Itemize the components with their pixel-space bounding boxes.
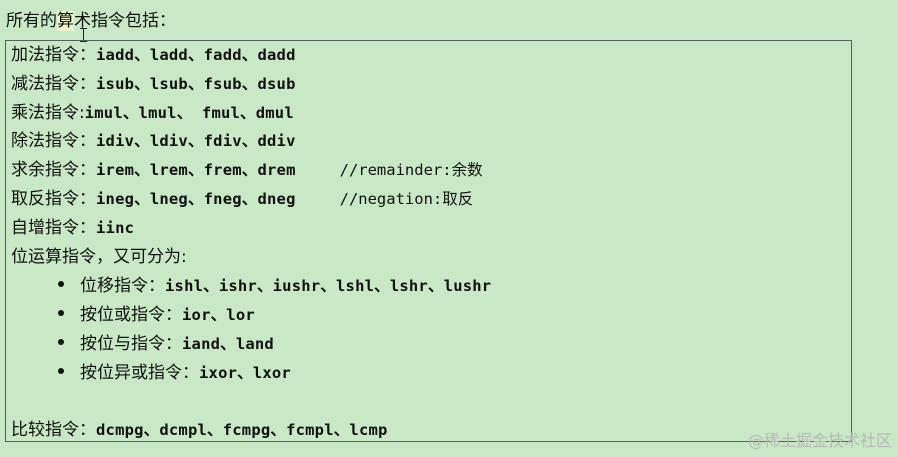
- bullet-dot-icon: [58, 339, 64, 345]
- row-code: idiv、ldiv、fdiv、ddiv: [96, 132, 296, 150]
- bullet-code: ixor、lxor: [199, 364, 291, 382]
- bullet-dot-icon: [58, 281, 64, 287]
- instruction-box: 加法指令：iadd、ladd、fadd、dadd 减法指令：isub、lsub、…: [5, 40, 852, 442]
- bullet-label: 按位与指令：: [80, 334, 182, 354]
- row-code: ineg、lneg、fneg、dneg: [96, 190, 296, 208]
- row-code: isub、lsub、fsub、dsub: [96, 75, 296, 93]
- row-code: iadd、ladd、fadd、dadd: [96, 46, 296, 64]
- bullet-code: iand、land: [182, 335, 274, 353]
- text-cursor-icon: [80, 28, 87, 42]
- bullet-label: 位移指令：: [80, 276, 165, 296]
- row-bitwise: 位运算指令，又可分为:: [11, 244, 187, 270]
- heading-highlighted-text: 算: [57, 11, 74, 31]
- bullet-dot-icon: [58, 310, 64, 316]
- row-sub: 减法指令：isub、lsub、fsub、dsub: [11, 71, 296, 97]
- row-code: dcmpg、dcmpl、fcmpg、fcmpl、lcmp: [96, 421, 388, 439]
- row-add: 加法指令：iadd、ladd、fadd、dadd: [11, 42, 296, 68]
- row-code: irem、lrem、frem、drem: [96, 161, 296, 179]
- row-cmp: 比较指令：dcmpg、dcmpl、fcmpg、fcmpl、lcmp: [11, 417, 388, 443]
- row-code: iinc: [96, 219, 135, 237]
- heading-text-start: 所有的: [6, 11, 57, 31]
- row-inc: 自增指令：iinc: [11, 215, 134, 241]
- row-label: 除法指令：: [11, 131, 96, 151]
- row-label: 求余指令：: [11, 160, 96, 180]
- row-rem: 求余指令：irem、lrem、frem、drem //remainder:余数: [11, 157, 483, 183]
- row-label: 加法指令：: [11, 45, 96, 65]
- heading-text-end: 术指令包括：: [74, 11, 176, 31]
- bullet-and: 按位与指令：iand、land: [58, 331, 274, 357]
- bullet-xor: 按位异或指令：ixor、lxor: [58, 360, 291, 386]
- watermark: @稀土掘金技术社区: [747, 431, 892, 450]
- bullet-code: ishl、ishr、iushr、lshl、lshr、lushr: [165, 277, 492, 295]
- row-mul: 乘法指令:imul、lmul、 fmul、dmul: [11, 100, 294, 126]
- row-label: 乘法指令:: [11, 103, 85, 123]
- bullet-dot-icon: [58, 368, 64, 374]
- bullet-or: 按位或指令：ior、lor: [58, 302, 255, 328]
- row-comment: //remainder:余数: [339, 161, 483, 179]
- row-code: imul、lmul、 fmul、dmul: [84, 104, 294, 122]
- row-label: 位运算指令，又可分为:: [11, 247, 187, 267]
- bullet-label: 按位或指令：: [80, 305, 182, 325]
- row-label: 减法指令：: [11, 74, 96, 94]
- row-label: 取反指令：: [11, 189, 96, 209]
- bullet-label: 按位异或指令：: [80, 363, 199, 383]
- row-div: 除法指令：idiv、ldiv、fdiv、ddiv: [11, 128, 296, 154]
- row-label: 自增指令：: [11, 218, 96, 238]
- bullet-shift: 位移指令：ishl、ishr、iushr、lshl、lshr、lushr: [58, 273, 491, 299]
- row-neg: 取反指令：ineg、lneg、fneg、dneg //negation:取反: [11, 186, 473, 212]
- bullet-code: ior、lor: [182, 306, 255, 324]
- row-comment: //negation:取反: [339, 190, 474, 208]
- section-heading: 所有的算术指令包括：: [6, 8, 176, 34]
- row-label: 比较指令：: [11, 420, 96, 440]
